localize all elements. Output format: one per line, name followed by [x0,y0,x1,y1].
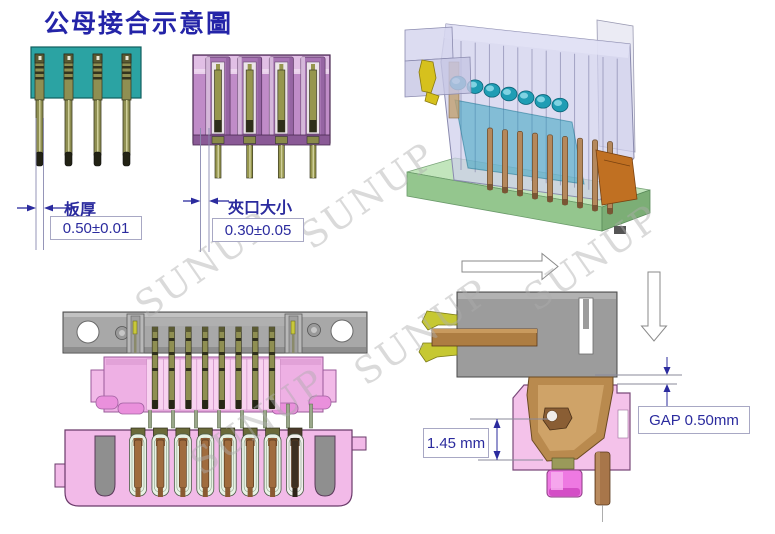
board-assembly-section-drawing [54,427,367,507]
assembly-3d-drawing [404,19,651,234]
contact-height-value: 1.45 mm [423,428,489,458]
page-title: 公母接合示意圖 [44,10,234,38]
contact-height-dimension [470,418,548,461]
mating-section-drawing [418,252,682,522]
clamp-size-label: 夾口大小 [228,200,293,217]
retention-clip-right [284,313,303,354]
female-socket-drawing [183,54,331,252]
board-thickness-label: 板厚 [64,202,97,219]
board-assembly-top-drawing [62,311,368,429]
clamp-size-value: 0.30±0.05 [212,218,304,242]
insertion-arrow-horizontal [461,252,559,281]
clamp-size-dimension-arrows [183,197,229,205]
retention-clip-left [126,313,145,354]
insertion-arrow-vertical [640,271,668,342]
male-header-drawing [17,46,142,250]
board-thickness-dimension-arrows [17,204,75,212]
gap-dimension [595,357,682,406]
board-thickness-value: 0.50±0.01 [50,216,142,240]
gap-value: GAP 0.50mm [638,406,750,434]
